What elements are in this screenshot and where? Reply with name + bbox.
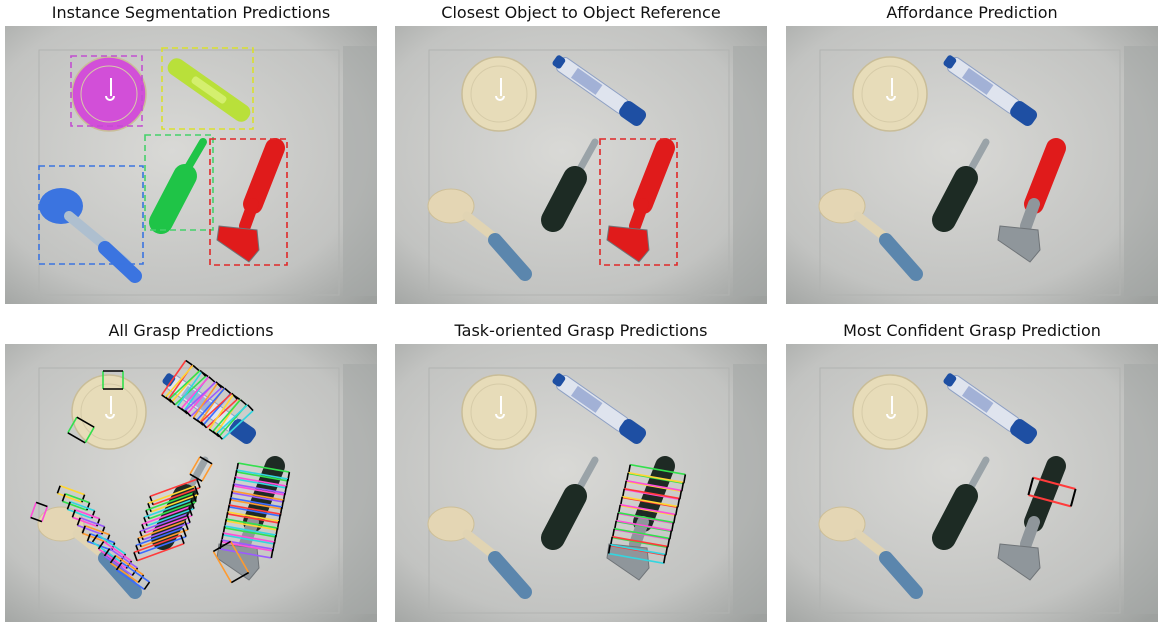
grasp-rectangle (137, 520, 189, 548)
shadow-edge (1124, 46, 1158, 296)
grasp-rectangle (29, 501, 49, 523)
shadow-edge (343, 364, 377, 614)
marker-object (943, 55, 1038, 126)
hammer-object (997, 138, 1066, 263)
grasp-rectangle (141, 506, 193, 534)
scene-image (395, 26, 767, 304)
hammer-object (997, 456, 1066, 581)
table-outline (819, 49, 1121, 296)
grasp-rectangle (1027, 476, 1077, 508)
table-outline (38, 367, 340, 614)
marker-object (167, 58, 251, 122)
scene-image (5, 26, 377, 304)
grasp-rectangle (139, 513, 191, 541)
spoon-object (818, 188, 923, 281)
bounding-box (38, 165, 144, 265)
bowl-object (852, 56, 928, 132)
grasp-rectangle (56, 485, 86, 503)
grasp-rectangle (212, 540, 250, 584)
hammer-object (216, 138, 285, 263)
grasp-rectangle (102, 370, 124, 390)
hammer-object (606, 138, 675, 263)
grasp-rectangle (61, 493, 91, 511)
shadow-edge (1124, 364, 1158, 614)
panel-segmentation: Instance Segmentation Predictions (5, 0, 377, 304)
bowl-object (71, 56, 147, 132)
spoon-object (818, 506, 923, 599)
panel-affordance: Affordance Prediction (786, 0, 1158, 304)
screwdriver-object (932, 138, 990, 232)
grasp-rectangle (143, 499, 195, 527)
panel-title: Task-oriented Grasp Predictions (454, 321, 708, 340)
marker-object (552, 55, 647, 126)
screwdriver-object (541, 456, 599, 550)
panel-title: All Grasp Predictions (108, 321, 274, 340)
bounding-box (161, 47, 254, 130)
table-outline (819, 367, 1121, 614)
shadow-edge (733, 46, 767, 296)
grasp-rectangle (223, 518, 279, 538)
bounding-box (144, 134, 214, 231)
bowl-object (461, 374, 537, 450)
panel-all-grasps: All Grasp Predictions (5, 318, 377, 622)
grasp-rectangle (147, 485, 199, 513)
panel-title: Most Confident Grasp Prediction (843, 321, 1101, 340)
grasp-rectangle (86, 533, 116, 551)
panel-task-grasps: Task-oriented Grasp Predictions (395, 318, 767, 622)
grasp-rectangle (216, 404, 254, 440)
panel-title: Instance Segmentation Predictions (51, 3, 331, 22)
grasp-rectangle (607, 543, 667, 565)
shadow-edge (343, 46, 377, 296)
bowl-object (461, 56, 537, 132)
panel-title: Closest Object to Object Reference (441, 3, 721, 22)
bowl-object (852, 374, 928, 450)
table-outline (428, 367, 730, 614)
grasp-rectangle (115, 561, 151, 591)
panel-title: Affordance Prediction (886, 3, 1058, 22)
table-outline (38, 49, 340, 296)
panel-closest-object: Closest Object to Object Reference (395, 0, 767, 304)
spoon-object (427, 188, 532, 281)
grasp-rectangle (149, 478, 201, 506)
spoon-object (427, 506, 532, 599)
grasp-rectangle (71, 509, 101, 527)
bounding-box (70, 55, 143, 127)
bounding-box (209, 138, 288, 266)
shadow-edge (733, 364, 767, 614)
marker-object (943, 373, 1038, 444)
scene-image (395, 344, 767, 622)
bounding-box (599, 138, 678, 266)
scene-image (786, 26, 1158, 304)
scene-image (786, 344, 1158, 622)
scene-image (5, 344, 377, 622)
grasp-rectangle (133, 534, 185, 562)
screwdriver-object (149, 138, 207, 234)
grasp-rectangle (67, 416, 95, 444)
grasp-rectangle (168, 369, 207, 406)
grasp-rectangle (66, 501, 96, 519)
grasp-rectangle (145, 492, 197, 520)
screwdriver-object (932, 456, 990, 550)
bowl-object (71, 374, 147, 450)
marker-object (552, 373, 647, 444)
screwdriver-object (541, 138, 599, 232)
grasp-rectangle (76, 517, 106, 535)
spoon-object (39, 188, 142, 283)
grasp-rectangle (135, 527, 187, 555)
table-outline (428, 49, 730, 296)
grasp-rectangle (225, 511, 280, 531)
panel-best-grasp: Most Confident Grasp Prediction (786, 318, 1158, 622)
grasp-rectangle (189, 456, 213, 482)
